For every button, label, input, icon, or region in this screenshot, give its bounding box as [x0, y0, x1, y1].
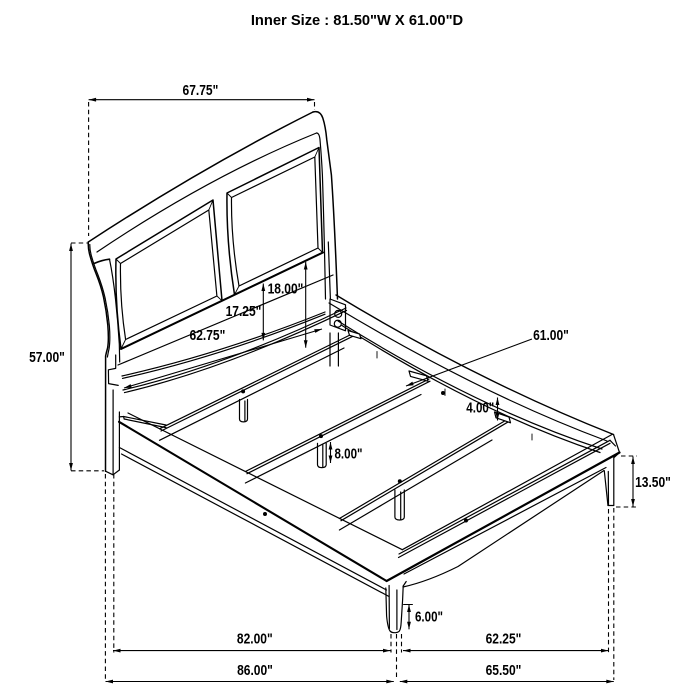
svg-text:13.50": 13.50" [635, 475, 671, 491]
svg-text:86.00": 86.00" [237, 663, 273, 679]
svg-text:4.00": 4.00" [466, 401, 494, 417]
svg-text:57.00": 57.00" [29, 350, 65, 366]
svg-text:6.00": 6.00" [415, 610, 443, 626]
svg-text:62.75": 62.75" [190, 328, 226, 344]
svg-text:67.75": 67.75" [183, 83, 219, 99]
svg-text:8.00": 8.00" [335, 447, 363, 463]
svg-text:18.00": 18.00" [268, 282, 304, 298]
svg-text:Inner Size : 81.50"W X 61.00"D: Inner Size : 81.50"W X 61.00"D [251, 13, 463, 29]
svg-text:82.00": 82.00" [237, 632, 273, 648]
svg-text:62.25": 62.25" [486, 632, 522, 648]
svg-text:65.50": 65.50" [486, 663, 522, 679]
svg-text:17.25": 17.25" [226, 304, 262, 320]
svg-text:61.00": 61.00" [533, 328, 569, 344]
